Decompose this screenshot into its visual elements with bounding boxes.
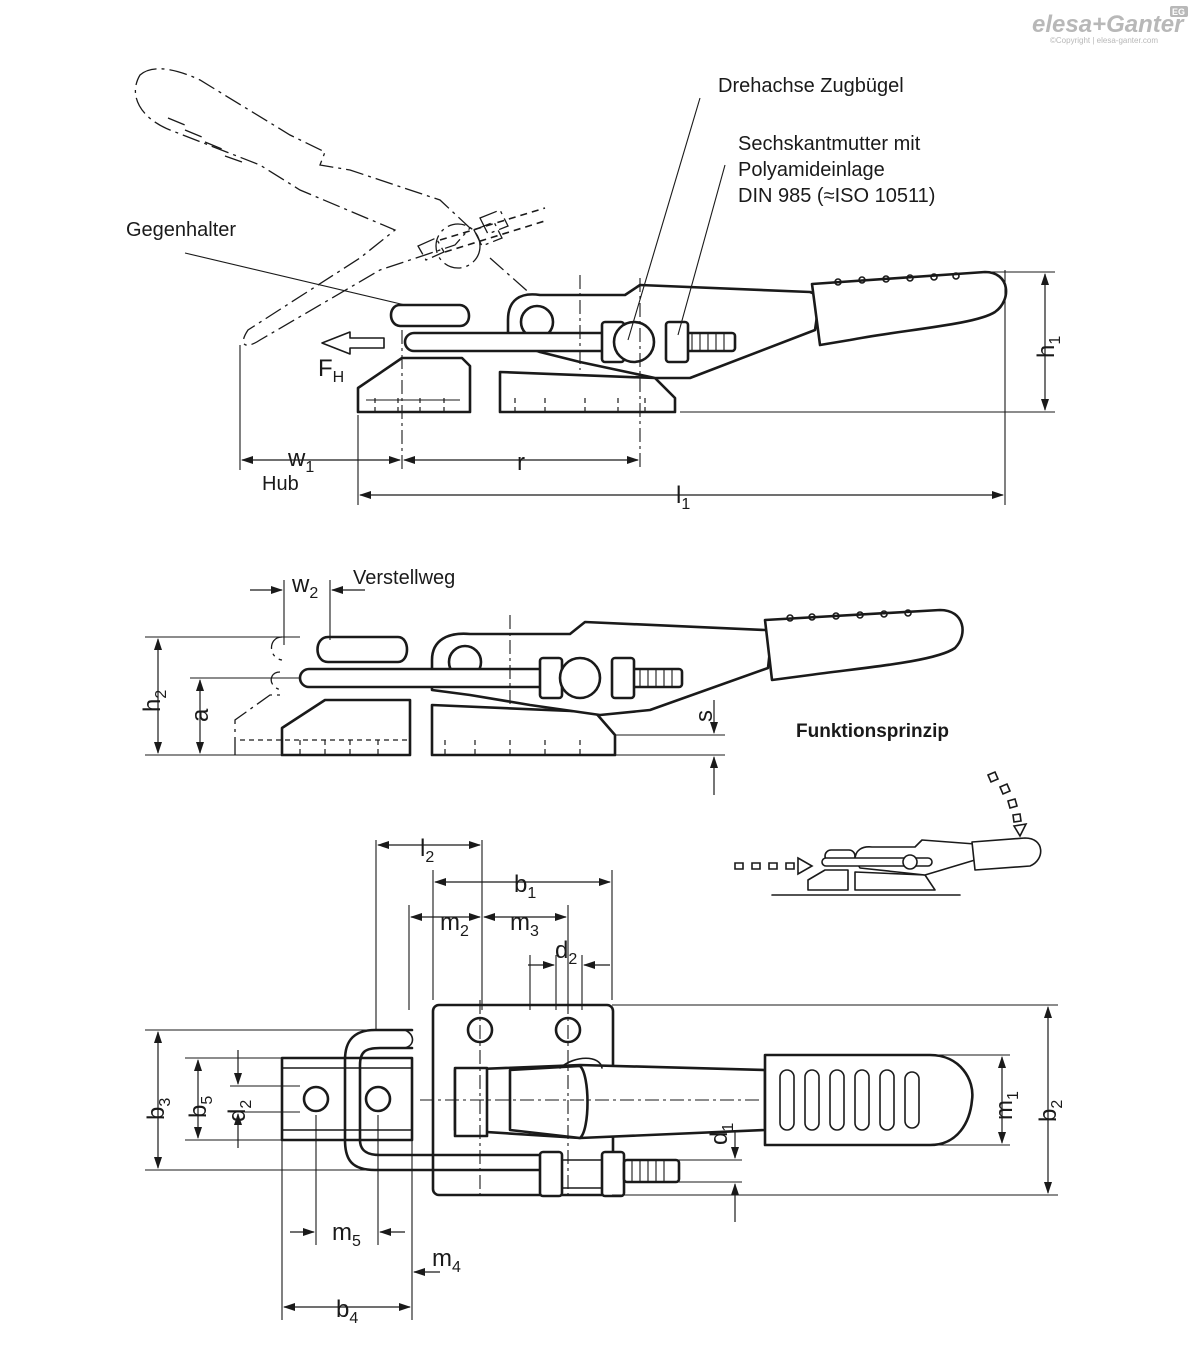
dim-b2: b2 [1035, 1100, 1066, 1122]
push-indicator [734, 862, 795, 870]
side-view-closed: w2 Verstellweg h2 a s Funktionsprinzip [139, 567, 964, 795]
handle-grip-2 [763, 608, 964, 682]
dim-w2: w2 [291, 571, 318, 602]
dim-a: a [187, 708, 214, 722]
nut-right [664, 320, 690, 364]
lever-body [506, 283, 822, 380]
dim-m2: m2 [440, 909, 469, 940]
label-mutter-line1: Sechskantmutter mit [738, 133, 921, 155]
ghost-grip-ribs [167, 117, 243, 163]
ghost-stud [439, 207, 549, 253]
dim-fh: FH [318, 355, 344, 386]
base-block-left [356, 356, 472, 414]
holder-bracket [280, 1056, 414, 1142]
grip-ribs [834, 272, 960, 286]
dim-d1: d1 [706, 1123, 737, 1145]
dim-b1: b1 [514, 871, 536, 902]
swing-indicator [986, 770, 1022, 823]
side-view-open: Drehachse Zugbügel Sechskantmutter mit P… [126, 68, 1064, 513]
label-verstellweg: Verstellweg [353, 567, 455, 589]
dim-h2: h2 [139, 690, 170, 712]
leader-gegenhalter [184, 252, 406, 306]
u-bolt-bar [403, 331, 612, 353]
dim-w1: w1 [287, 445, 314, 476]
counter-holder-2 [316, 635, 409, 664]
label-drehachse: Drehachse Zugbügel [718, 75, 904, 97]
logo-text: elesa+Ganter [1032, 11, 1185, 38]
leader-mutter [677, 164, 726, 336]
leader-drehachse [627, 97, 701, 341]
dim-h1: h1 [1033, 336, 1064, 358]
label-mutter-line2: Polyamideinlage [738, 159, 885, 181]
mini-grip [971, 837, 1042, 871]
dim-d2-top: d2 [555, 937, 577, 968]
dim-m5: m5 [332, 1219, 361, 1250]
lever-body-2 [430, 620, 774, 717]
dim-m1: m1 [991, 1091, 1022, 1120]
dim-l2: l2 [420, 835, 434, 866]
dim-b4: b4 [336, 1296, 358, 1327]
dim-m4: m4 [432, 1245, 461, 1276]
label-gegenhalter: Gegenhalter [126, 219, 236, 241]
top-view: l2 b1 m2 m3 d2 b3 b5 d2 d1 m1 b2 m5 m4 b… [143, 835, 1066, 1327]
base-block-right-2 [430, 703, 617, 757]
force-arrow [321, 331, 385, 355]
label-hub: Hub [262, 473, 299, 495]
logo-badge: EG [1172, 7, 1185, 17]
lever-top [453, 1063, 767, 1140]
label-funktionsprinzip: Funktionsprinzip [796, 721, 949, 742]
dim-s: s [691, 710, 718, 722]
dim-b3: b3 [143, 1098, 174, 1120]
ghost-holder [234, 636, 285, 755]
ghost-ball [435, 223, 481, 269]
base-block-right [498, 370, 677, 414]
ball-joint [612, 320, 656, 364]
base-block-left-2 [280, 698, 412, 757]
ghost-lever [134, 68, 471, 346]
label-mutter-line3: DIN 985 (≈ISO 10511) [738, 185, 935, 207]
u-bolt-bar-2 [298, 667, 557, 689]
handle-grip [810, 270, 1008, 347]
brand-logo: elesa+Ganter EG ©Copyright | elesa-gante… [1032, 6, 1188, 45]
dim-l1: l1 [676, 482, 690, 513]
dim-r: r [517, 449, 525, 476]
dim-d2-left: d2 [224, 1100, 255, 1122]
counter-holder [389, 303, 471, 328]
grip-slots [779, 1069, 920, 1131]
dim-b5: b5 [185, 1096, 216, 1118]
copyright-text: ©Copyright | elesa-ganter.com [1050, 36, 1158, 45]
function-principle-illustration [734, 770, 1042, 896]
dim-m3: m3 [510, 909, 539, 940]
u-bolt [343, 1028, 562, 1172]
